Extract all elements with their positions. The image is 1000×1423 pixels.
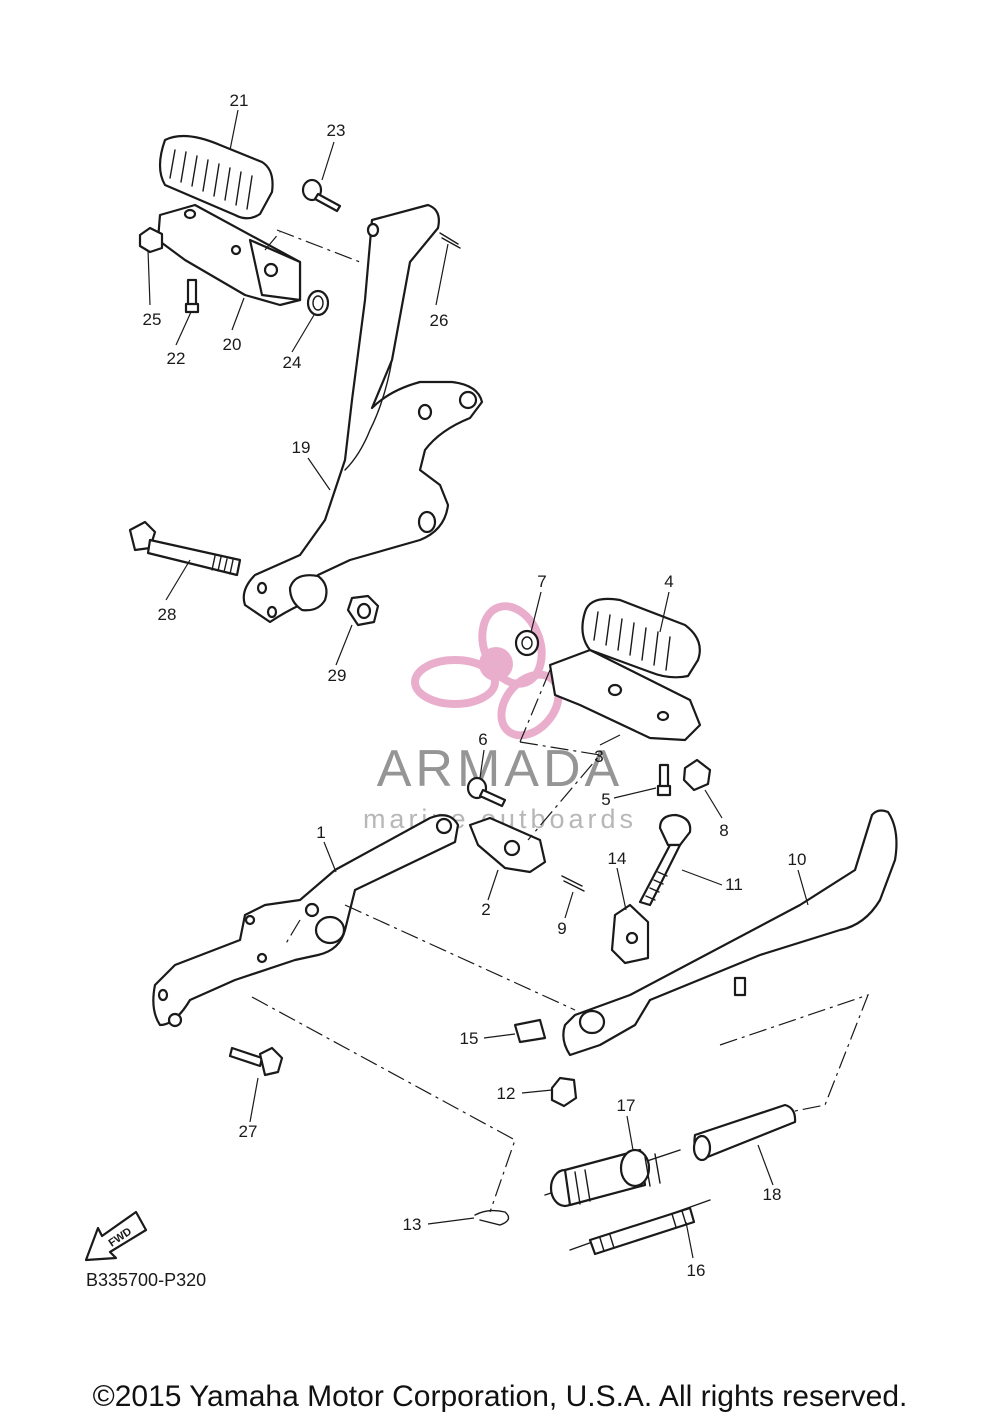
callout-4: 4: [664, 572, 673, 591]
callout-12: 12: [497, 1084, 516, 1103]
cotter-pin-26: [439, 232, 461, 249]
callout-6: 6: [478, 730, 487, 749]
stopper-14: [610, 903, 650, 965]
pin-6: [466, 776, 507, 808]
drawing-code: B335700-P320: [86, 1270, 207, 1290]
cotter-pin-13: [474, 1209, 510, 1226]
bolt-25: [138, 226, 164, 254]
screw-5: [656, 763, 672, 797]
callout-1: 1: [316, 823, 325, 842]
collar-18: [692, 1103, 797, 1162]
bolt-11: [638, 813, 692, 907]
bolt-8: [682, 758, 712, 792]
spring-17: [544, 1148, 681, 1208]
callout-3: 3: [594, 747, 603, 766]
callout-2: 2: [481, 900, 490, 919]
callout-29: 29: [328, 666, 347, 685]
callout-22: 22: [167, 349, 186, 368]
footrest-bracket-20: [156, 203, 302, 307]
callout-26: 26: [430, 311, 449, 330]
pin-23: [301, 178, 342, 213]
callout-14: 14: [608, 849, 627, 868]
callout-25: 25: [143, 310, 162, 329]
bracket-19: [242, 203, 484, 624]
callout-21: 21: [230, 91, 249, 110]
cotter-pin-9: [561, 875, 585, 892]
callout-24: 24: [283, 353, 302, 372]
callout-27: 27: [239, 1122, 258, 1141]
footrest-rubber-4: [581, 597, 701, 679]
callout-18: 18: [763, 1185, 782, 1204]
fwd-arrow-icon: FWD: [84, 1210, 148, 1262]
callout-23: 23: [327, 121, 346, 140]
spring-7: [514, 629, 540, 657]
callout-7: 7: [537, 572, 546, 591]
nut-29: [346, 594, 380, 627]
callout-16: 16: [687, 1261, 706, 1280]
bracket-2: [468, 816, 547, 874]
bolt-27: [228, 1046, 284, 1077]
spring-16: [569, 1199, 711, 1256]
watermark-name: ARMADA: [377, 740, 623, 798]
callout-17: 17: [617, 1096, 636, 1115]
callout-8: 8: [719, 821, 728, 840]
nut-12: [550, 1076, 578, 1108]
copyright-notice: ©2015 Yamaha Motor Corporation, U.S.A. A…: [92, 1380, 908, 1413]
bolt-28: [128, 520, 242, 577]
sidestand-10: [562, 809, 898, 1057]
callout-28: 28: [158, 605, 177, 624]
leader-lines: [147, 109, 809, 1259]
screw-22: [184, 278, 200, 314]
callout-5: 5: [601, 790, 610, 809]
spring-24: [306, 289, 330, 317]
callout-19: 19: [292, 438, 311, 457]
collar-15: [513, 1018, 547, 1044]
callout-9: 9: [557, 919, 566, 938]
callout-labels: 1 2 3 4 5 6 7 8 9 10 11 12 13 14 15 16 1…: [143, 91, 807, 1280]
callout-10: 10: [788, 850, 807, 869]
armada-watermark: ARMADA marine outboards: [363, 602, 633, 834]
footrest-base-1: [152, 814, 460, 1028]
footrest-bracket-3: [548, 648, 702, 742]
callout-15: 15: [460, 1029, 479, 1048]
footrest-rubber-21: [158, 134, 274, 220]
callout-13: 13: [403, 1215, 422, 1234]
callout-11: 11: [725, 875, 743, 894]
callout-20: 20: [223, 335, 242, 354]
